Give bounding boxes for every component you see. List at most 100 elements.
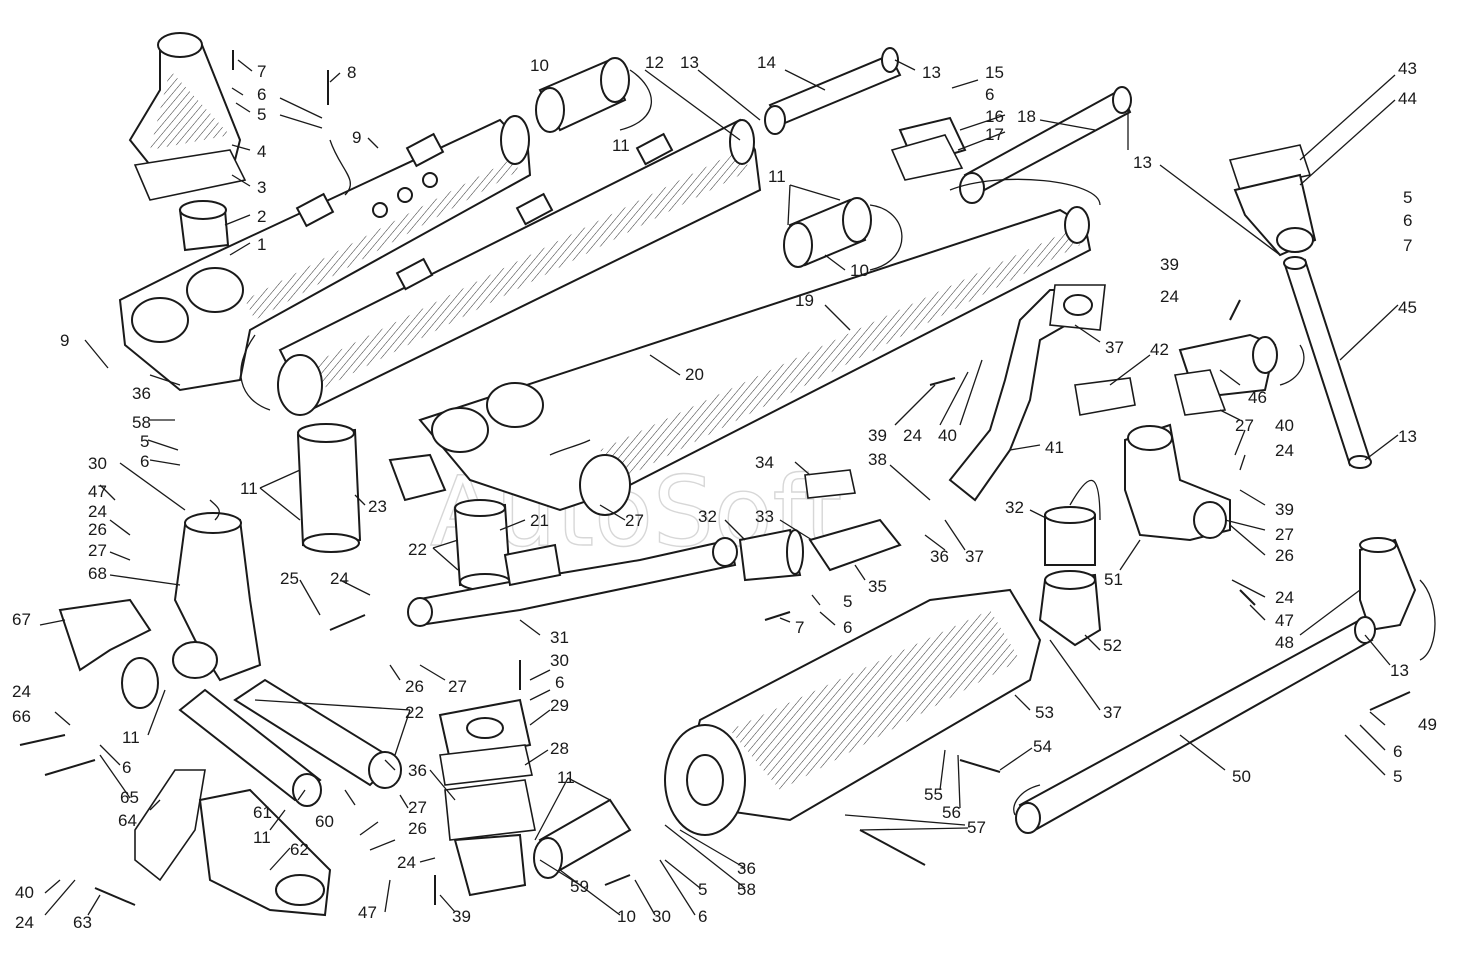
label-15: 15	[985, 63, 1004, 82]
label-50: 50	[1232, 767, 1251, 786]
label-16: 16	[985, 107, 1004, 126]
label-17: 17	[985, 125, 1004, 144]
label-36: 36	[737, 859, 756, 878]
label-27: 27	[1275, 525, 1294, 544]
label-58: 58	[132, 413, 151, 432]
label-53: 53	[1035, 703, 1054, 722]
sleeve-top-1	[535, 57, 630, 133]
label-13: 13	[1398, 427, 1417, 446]
label-47: 47	[88, 482, 107, 501]
label-5: 5	[843, 592, 852, 611]
label-67: 67	[12, 610, 31, 629]
plate-16	[890, 116, 967, 181]
label-29: 29	[550, 696, 569, 715]
label-20: 20	[685, 365, 704, 384]
label-24: 24	[1275, 441, 1294, 460]
gasket-42	[1074, 377, 1136, 416]
label-25: 25	[280, 569, 299, 588]
label-28: 28	[550, 739, 569, 758]
label-11: 11	[612, 136, 630, 155]
label-64: 64	[118, 811, 137, 830]
pipe-45	[1283, 256, 1372, 469]
label-19: 19	[795, 291, 814, 310]
label-1: 1	[257, 235, 266, 254]
label-27: 27	[88, 541, 107, 560]
label-14: 14	[757, 53, 776, 72]
sleeve-bottom	[533, 798, 632, 879]
label-30: 30	[652, 907, 671, 926]
label-39: 39	[868, 426, 887, 445]
gasket-34	[804, 469, 856, 499]
label-26: 26	[88, 520, 107, 539]
label-2: 2	[257, 207, 266, 226]
leader-lines	[39, 59, 1399, 916]
label-6: 6	[843, 618, 852, 637]
branch-pipe-68	[58, 512, 262, 709]
label-5: 5	[1403, 188, 1412, 207]
label-11: 11	[240, 479, 258, 498]
label-57: 57	[967, 818, 986, 837]
label-58: 58	[737, 880, 756, 899]
tube-60	[233, 678, 402, 789]
label-39: 39	[1275, 500, 1294, 519]
label-12: 12	[645, 53, 664, 72]
label-47: 47	[358, 903, 377, 922]
label-11: 11	[122, 728, 140, 747]
label-24: 24	[397, 853, 416, 872]
elbow-46	[1174, 333, 1278, 416]
label-22: 22	[405, 703, 424, 722]
label-34: 34	[755, 453, 774, 472]
sleeve-top-2	[783, 197, 872, 268]
label-23: 23	[368, 497, 387, 516]
label-9: 9	[352, 128, 361, 147]
sleeve-22	[453, 499, 512, 591]
label-24: 24	[1160, 287, 1179, 306]
label-60: 60	[315, 812, 334, 831]
label-6: 6	[698, 907, 707, 926]
label-11: 11	[557, 768, 575, 787]
label-5: 5	[698, 880, 707, 899]
tube-50	[1015, 616, 1376, 834]
label-62: 62	[290, 840, 309, 859]
label-9: 9	[60, 331, 69, 350]
label-68: 68	[88, 564, 107, 583]
label-10: 10	[617, 907, 636, 926]
label-6: 6	[1403, 211, 1412, 230]
label-27: 27	[448, 677, 467, 696]
label-6: 6	[1393, 742, 1402, 761]
label-26: 26	[405, 677, 424, 696]
label-44: 44	[1398, 89, 1417, 108]
label-6: 6	[122, 758, 131, 777]
label-7: 7	[257, 62, 266, 81]
label-51: 51	[1104, 570, 1123, 589]
pipe-14	[764, 47, 902, 135]
label-7: 7	[1403, 236, 1412, 255]
label-48: 48	[1275, 633, 1294, 652]
elbow-62	[134, 769, 332, 917]
pipe-31	[407, 537, 738, 627]
sleeve-32-right	[1044, 506, 1096, 566]
label-5: 5	[257, 105, 266, 124]
middle-manifold	[277, 118, 762, 416]
label-36: 36	[930, 547, 949, 566]
label-38: 38	[868, 450, 887, 469]
label-33: 33	[755, 507, 774, 526]
label-66: 66	[12, 707, 31, 726]
label-13: 13	[1390, 661, 1409, 680]
label-7: 7	[795, 618, 804, 637]
label-40: 40	[938, 426, 957, 445]
thermostat-housing	[128, 32, 247, 252]
label-21: 21	[530, 511, 549, 530]
label-39: 39	[452, 907, 471, 926]
label-27: 27	[1235, 416, 1254, 435]
label-24: 24	[15, 913, 34, 932]
label-30: 30	[88, 454, 107, 473]
part-labels: 7 6 5 4 3 2 1 8 9 10 11 12 13 14 13 15 6…	[12, 53, 1437, 932]
label-39: 39	[1160, 255, 1179, 274]
pipe-18	[959, 86, 1132, 204]
flow-arrows	[209, 69, 1436, 816]
label-41: 41	[1045, 438, 1064, 457]
tee-51	[1124, 423, 1231, 542]
label-24: 24	[1275, 588, 1294, 607]
